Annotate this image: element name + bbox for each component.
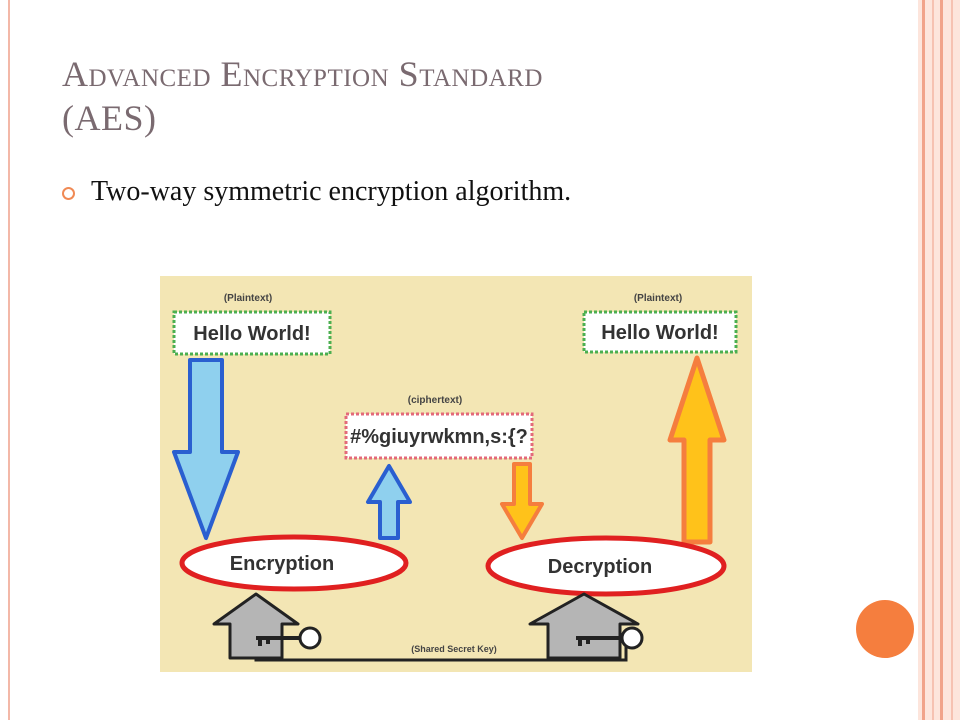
title-line-1: Advanced Encryption Standard	[62, 54, 543, 94]
shared-key-caption: (Shared Secret Key)	[411, 644, 497, 654]
key-left-icon	[256, 626, 322, 650]
encryption-ellipse	[179, 534, 409, 592]
plaintext-right-box	[582, 310, 738, 354]
decryption-ellipse	[485, 535, 727, 597]
plaintext-right-text: Hello World!	[601, 322, 718, 344]
ciphertext-box	[344, 412, 534, 460]
aes-diagram: (Plaintext) Hello World! (Plaintext) Hel…	[160, 276, 752, 672]
ciphertext-caption: (ciphertext)	[408, 395, 462, 406]
arrow-up-blue-icon	[366, 464, 412, 540]
arrow-down-orange-icon	[500, 462, 544, 540]
arrow-down-blue-icon	[172, 358, 240, 540]
plaintext-left-caption: (Plaintext)	[224, 293, 272, 304]
right-decoration	[918, 0, 960, 720]
stripe	[922, 0, 925, 720]
ciphertext-text: #%giuyrwkmn,s:{?	[350, 426, 528, 448]
bullet-circle-icon	[62, 186, 75, 200]
stripe	[932, 0, 934, 720]
arrow-up-orange-icon	[667, 355, 727, 545]
key-arrow-right	[528, 592, 640, 660]
key-right-icon	[576, 626, 644, 650]
stripe	[940, 0, 943, 720]
orange-circle-decoration	[856, 600, 914, 658]
plaintext-left-box	[172, 310, 332, 356]
slide-title: Advanced Encryption Standard (AES)	[62, 52, 822, 140]
aes-diagram-svg: (Plaintext) Hello World! (Plaintext) Hel…	[172, 293, 738, 662]
plaintext-right-caption: (Plaintext)	[634, 293, 682, 304]
title-line-2: (AES)	[62, 98, 157, 138]
bullet-text: Two-way symmetric encryption algorithm.	[91, 176, 572, 207]
plaintext-left-text: Hello World!	[193, 323, 310, 345]
key-arrow-left	[212, 592, 300, 660]
stripe	[951, 0, 953, 720]
bullet-item: Two-way symmetric encryption algorithm.	[62, 176, 571, 208]
encryption-label: Encryption	[230, 553, 334, 575]
decryption-label: Decryption	[548, 556, 652, 578]
slide-frame	[8, 0, 918, 720]
